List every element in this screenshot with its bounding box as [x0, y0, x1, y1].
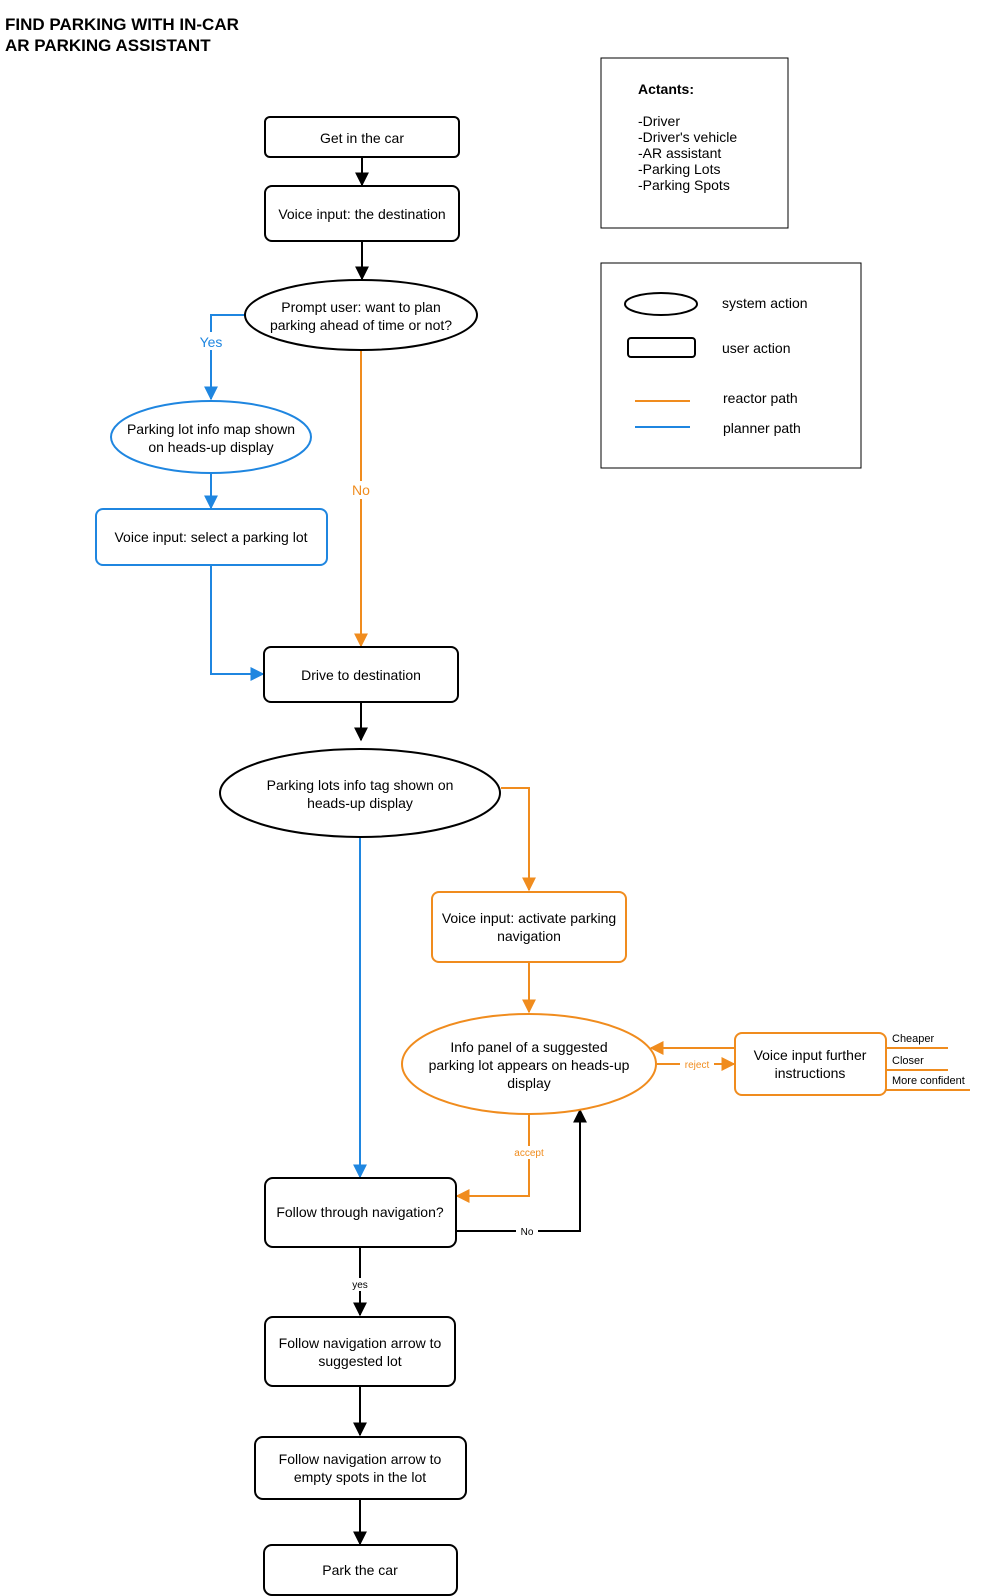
node-label: Follow navigation arrow to — [279, 1335, 442, 1351]
actant-item: -Driver's vehicle — [638, 129, 737, 145]
node-label: parking ahead of time or not? — [270, 317, 452, 333]
node-arrow-suggested-lot: Follow navigation arrow to suggested lot — [264, 1316, 456, 1387]
legend-rect-swatch — [627, 337, 696, 358]
node-label: heads-up display — [307, 795, 413, 811]
node-prompt-user: Prompt user: want to plan parking ahead … — [244, 279, 478, 351]
nodes: Get in the car Voice input: the destinat… — [95, 116, 965, 1596]
node-label: instructions — [775, 1065, 846, 1081]
node-label: display — [507, 1075, 551, 1091]
edge-label-accept: accept — [514, 1148, 544, 1159]
edge-panel-accept — [455, 1115, 530, 1203]
node-info-panel: Info panel of a suggested parking lot ap… — [401, 1013, 657, 1115]
edge-label-no: No — [352, 482, 370, 498]
legend-user-action: user action — [722, 340, 790, 356]
node-lot-info-map: Parking lot info map shown on heads-up d… — [110, 400, 312, 474]
edge-labels: Yes No reject accept No yes — [196, 332, 714, 1291]
page-title: FIND PARKING WITH IN-CAR AR PARKING ASSI… — [5, 14, 239, 56]
instruction-options: Cheaper Closer More confident — [892, 1033, 965, 1087]
edge-label-bg — [347, 481, 375, 499]
option-cheaper: Cheaper — [892, 1033, 935, 1045]
node-lots-info-tag: Parking lots info tag shown on heads-up … — [219, 748, 501, 838]
node-park: Park the car — [263, 1544, 458, 1596]
title-line-2: AR PARKING ASSISTANT — [5, 36, 211, 55]
edge-label-reject: reject — [685, 1060, 710, 1071]
node-get-in-car: Get in the car — [264, 116, 460, 158]
actants-heading: Actants: — [638, 81, 694, 97]
legend-planner-path: planner path — [723, 420, 801, 436]
edge-label-bg — [509, 1146, 549, 1159]
edge-select-to-drive — [210, 565, 265, 681]
node-label: parking lot appears on heads-up — [429, 1057, 630, 1073]
edge-label-bg — [196, 332, 226, 350]
node-drive: Drive to destination — [263, 646, 459, 703]
node-voice-destination: Voice input: the destination — [264, 185, 460, 242]
node-label: Drive to destination — [301, 667, 421, 683]
node-further-instructions: Voice input further instructions — [734, 1032, 887, 1096]
node-label: Parking lot info map shown — [127, 421, 295, 437]
edge-label-yes-follow: yes — [352, 1280, 368, 1291]
edge-label-bg — [516, 1225, 538, 1238]
legend-reactor-path: reactor path — [723, 390, 798, 406]
actant-item: -Parking Spots — [638, 177, 730, 193]
edge-label-yes: Yes — [200, 334, 223, 350]
node-label: Parking lots info tag shown on — [267, 777, 454, 793]
legend-system-action: system action — [722, 295, 808, 311]
legend-ellipse-swatch — [624, 292, 698, 316]
edge-label-no-loop: No — [521, 1227, 534, 1238]
node-follow-nav: Follow through navigation? — [264, 1177, 457, 1248]
node-activate-nav: Voice input: activate parking navigation — [431, 891, 627, 963]
actant-item: -Driver — [638, 113, 680, 129]
node-label: on heads-up display — [148, 439, 273, 455]
node-label: empty spots in the lot — [294, 1469, 426, 1485]
node-label: Park the car — [322, 1562, 398, 1578]
actant-item: -Parking Lots — [638, 161, 720, 177]
option-closer: Closer — [892, 1055, 924, 1067]
legend-box: system action user action reactor path p… — [600, 262, 862, 469]
node-label: Voice input: the destination — [278, 206, 445, 222]
edge-follow-no-loop — [457, 1108, 587, 1232]
node-label: Voice input: select a parking lot — [114, 529, 307, 545]
node-label: Follow through navigation? — [276, 1204, 444, 1220]
actants-box: Actants: -Driver -Driver's vehicle -AR a… — [600, 57, 789, 229]
node-label: Get in the car — [320, 130, 404, 146]
node-label: Voice input further — [754, 1047, 867, 1063]
edge-prompt-yes — [204, 314, 245, 401]
actant-item: -AR assistant — [638, 145, 721, 161]
edge-label-bg — [680, 1058, 714, 1071]
option-more-confident: More confident — [892, 1075, 965, 1087]
node-label: Follow navigation arrow to — [279, 1451, 442, 1467]
edge-label-bg — [348, 1278, 372, 1291]
edge-tag-to-activate — [501, 787, 536, 892]
node-arrow-empty-spots: Follow navigation arrow to empty spots i… — [254, 1436, 467, 1500]
node-label: Info panel of a suggested — [450, 1039, 607, 1055]
node-label: suggested lot — [318, 1353, 401, 1369]
node-label: Prompt user: want to plan — [281, 299, 441, 315]
node-label: Voice input: activate parking — [442, 910, 616, 926]
edges — [204, 158, 970, 1546]
node-select-lot: Voice input: select a parking lot — [95, 508, 328, 566]
title-line-1: FIND PARKING WITH IN-CAR — [5, 15, 239, 34]
node-label: navigation — [497, 928, 561, 944]
